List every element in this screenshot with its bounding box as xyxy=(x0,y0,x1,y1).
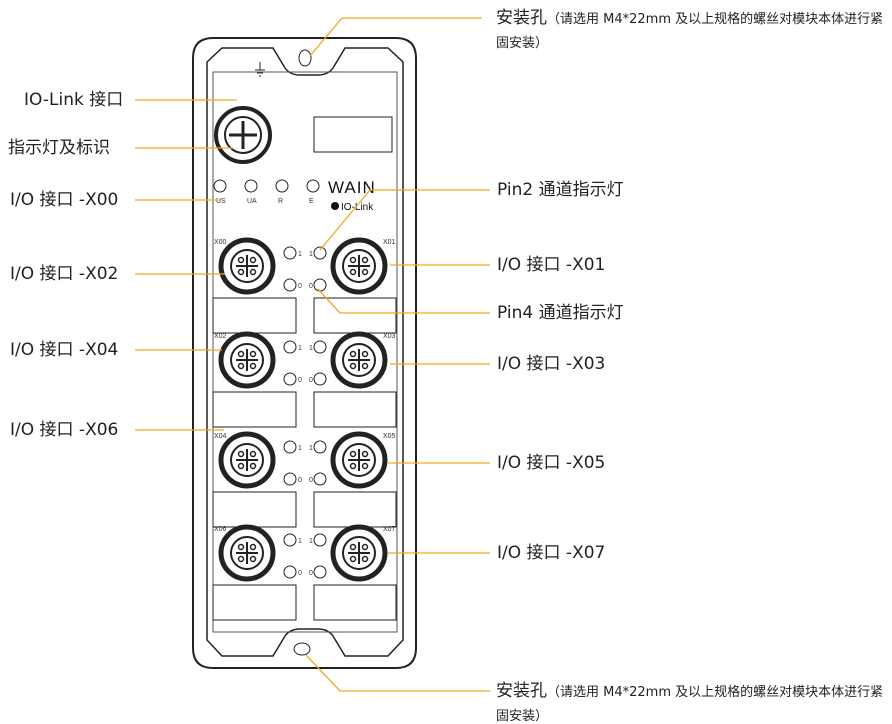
port-id-label: X01 xyxy=(383,239,396,246)
io-port-x03 xyxy=(330,331,388,389)
iolink-logo-text: IO-Link xyxy=(341,202,374,213)
channel-led-label: 0 xyxy=(309,283,313,290)
port-id-label: X00 xyxy=(214,239,227,246)
channel-led-label: 1 xyxy=(298,445,302,452)
channel-led-label: 1 xyxy=(309,345,313,352)
channel-led-label: 1 xyxy=(298,345,302,352)
label-pin4: Pin4 通道指示灯 xyxy=(497,303,624,323)
status-led-label: US xyxy=(216,198,226,205)
label-x05: I/O 接口 -X05 xyxy=(497,453,606,473)
label-x01: I/O 接口 -X01 xyxy=(497,255,606,275)
port-id-label: X03 xyxy=(383,333,396,340)
io-port-x01 xyxy=(330,237,388,295)
channel-led xyxy=(313,278,327,292)
channel-led xyxy=(313,246,327,260)
label-x03: I/O 接口 -X03 xyxy=(497,354,606,374)
channel-led-label: 0 xyxy=(298,477,302,484)
channel-led-label: 1 xyxy=(309,538,313,545)
channel-led-label: 0 xyxy=(298,570,302,577)
iolink-connector xyxy=(214,106,272,164)
channel-led xyxy=(283,440,297,454)
channel-led xyxy=(283,472,297,486)
io-port-x00 xyxy=(218,237,276,295)
io-port-x07 xyxy=(330,524,388,582)
io-port-x04 xyxy=(218,431,276,489)
status-led xyxy=(306,179,320,193)
label-pin2: Pin2 通道指示灯 xyxy=(497,180,624,200)
channel-led xyxy=(283,372,297,386)
mount-bottom-title: 安装孔 xyxy=(496,681,547,701)
channel-led-label: 0 xyxy=(309,570,313,577)
leader-mount-top xyxy=(309,17,482,57)
channel-led-label: 1 xyxy=(298,251,302,258)
leader-pin2 xyxy=(319,189,490,251)
mount-hole-top xyxy=(298,49,312,67)
label-slot xyxy=(212,391,297,428)
label-x07: I/O 接口 -X07 xyxy=(497,543,606,563)
mount-bottom-detail: （请选用 M4*22mm 及以上规格的螺丝对模块本体进行紧固安装） xyxy=(496,685,884,724)
label-slot-top xyxy=(313,116,393,153)
mount-top-detail: （请选用 M4*22mm 及以上规格的螺丝对模块本体进行紧固安装） xyxy=(496,12,884,51)
channel-led xyxy=(283,340,297,354)
mount-hole-bottom xyxy=(293,642,311,656)
leader-pin4 xyxy=(317,288,490,314)
label-slot xyxy=(313,391,397,428)
leader-lines xyxy=(135,17,490,692)
channel-led xyxy=(283,565,297,579)
status-led-label: E xyxy=(309,198,314,205)
status-led xyxy=(213,179,227,193)
label-x06: I/O 接口 -X06 xyxy=(10,420,119,440)
mount-top-title: 安装孔 xyxy=(496,8,547,28)
channel-led xyxy=(313,340,327,354)
label-slot xyxy=(313,297,397,334)
status-led xyxy=(275,179,289,193)
channel-led xyxy=(313,565,327,579)
status-led xyxy=(244,179,258,193)
label-indicators: 指示灯及标识 xyxy=(8,138,110,158)
mount-hole-top-label: 安装孔（请选用 M4*22mm 及以上规格的螺丝对模块本体进行紧固安装） xyxy=(496,7,886,55)
channel-led-label: 1 xyxy=(309,251,313,258)
io-port-x05 xyxy=(330,431,388,489)
port-id-label: X05 xyxy=(383,433,396,440)
channel-led xyxy=(313,533,327,547)
channel-led-label: 0 xyxy=(298,283,302,290)
brand-logo: WAIN xyxy=(328,178,376,197)
port-id-label: X07 xyxy=(383,526,396,533)
channel-led-label: 0 xyxy=(298,377,302,384)
label-x00: I/O 接口 -X00 xyxy=(10,190,119,210)
label-slot xyxy=(212,584,297,621)
io-port-x06 xyxy=(218,524,276,582)
port-id-label: X02 xyxy=(214,333,227,340)
channel-led-label: 1 xyxy=(298,538,302,545)
status-led-label: UA xyxy=(247,198,257,205)
channel-led-label: 1 xyxy=(309,445,313,452)
label-slot xyxy=(313,491,397,528)
channel-led-label: 0 xyxy=(309,477,313,484)
device-inner-frame xyxy=(206,47,404,657)
ground-icon xyxy=(255,62,265,77)
channel-led xyxy=(283,533,297,547)
label-x04: I/O 接口 -X04 xyxy=(10,340,119,360)
port-id-label: X06 xyxy=(214,526,227,533)
port-id-label: X04 xyxy=(214,433,227,440)
leader-mount-bottom xyxy=(305,654,490,692)
status-led-label: R xyxy=(278,198,283,205)
label-iolink-port: IO-Link 接口 xyxy=(24,90,124,110)
channel-led xyxy=(313,372,327,386)
channel-led xyxy=(313,440,327,454)
channel-led-label: 0 xyxy=(309,377,313,384)
iolink-logo-icon xyxy=(331,202,339,210)
channel-led xyxy=(283,278,297,292)
io-port-x02 xyxy=(218,331,276,389)
label-slot xyxy=(212,297,297,334)
mount-hole-bottom-label: 安装孔（请选用 M4*22mm 及以上规格的螺丝对模块本体进行紧固安装） xyxy=(496,680,886,724)
label-slot xyxy=(212,491,297,528)
label-x02: I/O 接口 -X02 xyxy=(10,264,119,284)
label-slot xyxy=(313,584,397,621)
channel-led xyxy=(283,246,297,260)
channel-led xyxy=(313,472,327,486)
